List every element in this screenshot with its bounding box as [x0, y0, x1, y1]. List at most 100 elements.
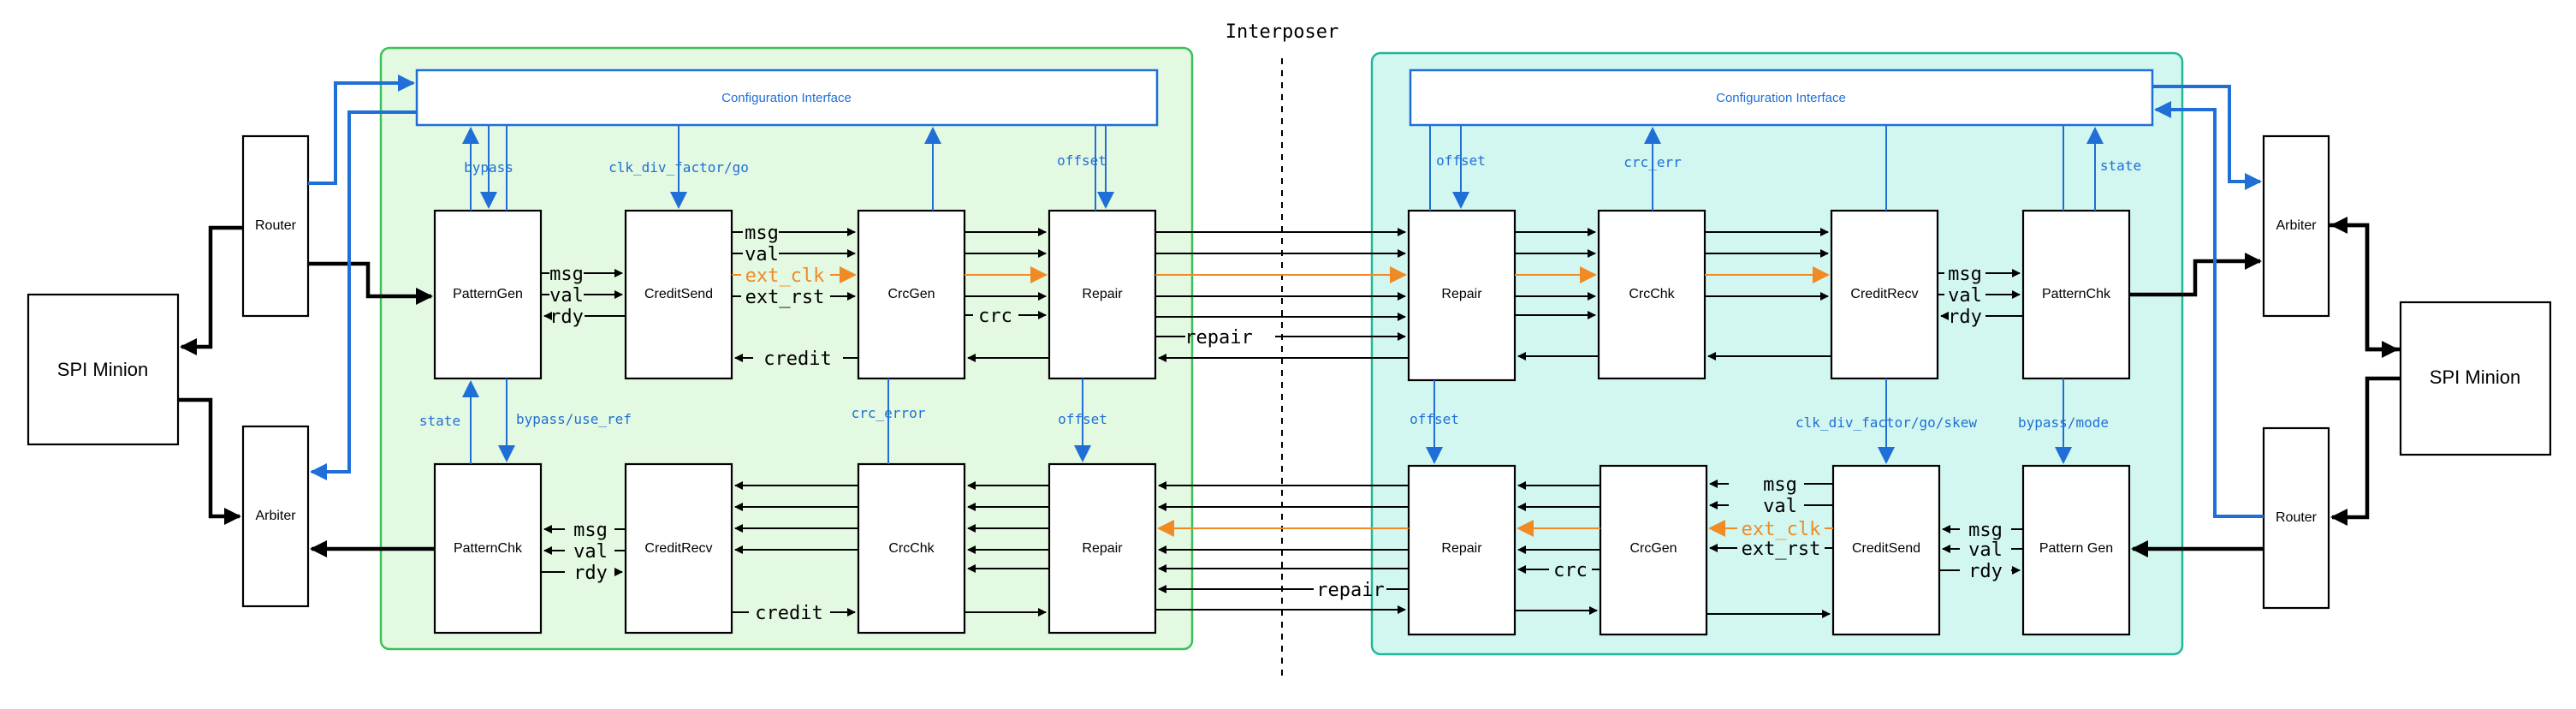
lt-cg-crc-label: crc [978, 306, 1012, 327]
right-creditsend-block: CreditSend [1831, 464, 1941, 636]
svg-text:CrcGen: CrcGen [1629, 541, 1677, 556]
left-router: Router [241, 134, 310, 318]
svg-text:PatternGen: PatternGen [453, 287, 523, 301]
right-state-label: state [2100, 158, 2141, 174]
right-crc-err-label: crc_err [1623, 154, 1682, 170]
rt-cr-val-label: val [1948, 285, 1982, 307]
svg-text:Router: Router [255, 218, 297, 233]
svg-text:CrcGen: CrcGen [887, 287, 935, 301]
left-crc-error-label: crc_error [852, 405, 926, 421]
svg-text:CreditSend: CreditSend [644, 287, 713, 301]
svg-text:CreditRecv: CreditRecv [644, 541, 712, 556]
rb-cg-crc-label: crc [1553, 560, 1588, 581]
right-router-to-spi-wire [2330, 376, 2401, 526]
svg-text:Configuration Interface: Configuration Interface [721, 91, 852, 105]
right-patternchk-to-arbiter-wire [2129, 253, 2262, 297]
left-spi-minion: SPI Minion [27, 293, 180, 446]
lt-cs-msg-label: msg [745, 223, 779, 244]
interposer-title: Interposer [1226, 21, 1338, 43]
right-patternchk-block: PatternChk [2021, 209, 2131, 380]
right-repair-bottom-block: Repair [1407, 464, 1517, 636]
right-repair-top-block: Repair [1407, 209, 1517, 382]
svg-text:CreditRecv: CreditRecv [1850, 287, 1918, 301]
right-crcgen-block: CrcGen [1599, 464, 1708, 636]
lt-pg-val-label: val [549, 285, 584, 307]
lb-pc-msg-label: msg [573, 520, 608, 541]
right-router-to-config-wire[interactable] [2154, 101, 2264, 518]
left-creditrecv-block: CreditRecv [624, 462, 733, 635]
svg-text:CrcChk: CrcChk [1629, 287, 1675, 301]
left-repair-top-block: Repair [1048, 209, 1157, 380]
lt-cs-val-label: val [745, 244, 779, 265]
bot-repair-label: repair [1316, 580, 1384, 601]
left-config-interface: Configuration Interface [415, 69, 1159, 127]
left-clk-div-label: clk_div_factor/go [608, 159, 749, 176]
lb-pc-rdy-label: rdy [573, 563, 608, 584]
rt-cr-msg-label: msg [1948, 264, 1982, 285]
left-creditsend-block: CreditSend [624, 209, 733, 380]
rb-cs-msg-label: msg [1763, 474, 1797, 496]
left-crcchk-block: CrcChk [857, 462, 966, 635]
left-offset-top-label: offset [1057, 152, 1107, 169]
right-config-interface: Configuration Interface [1409, 69, 2154, 127]
lt-credit-label: credit [763, 349, 831, 370]
svg-text:PatternChk: PatternChk [2042, 287, 2111, 301]
rt-cr-rdy-label: rdy [1948, 307, 1982, 328]
svg-text:Repair: Repair [1441, 541, 1482, 556]
lb-credit-label: credit [755, 603, 822, 624]
right-arbiter: Arbiter [2262, 134, 2330, 318]
svg-text:Repair: Repair [1441, 287, 1482, 301]
left-repair-bottom-block: Repair [1048, 462, 1157, 635]
lb-pc-val-label: val [573, 541, 608, 563]
left-arbiter: Arbiter [241, 425, 310, 608]
rb-cs-extclk-label: ext_clk [1742, 519, 1821, 540]
svg-text:Router: Router [2276, 510, 2318, 525]
lt-cs-extrst-label: ext_rst [745, 287, 825, 308]
left-router-to-config-wire[interactable] [308, 74, 415, 185]
left-crcgen-block: CrcGen [857, 209, 966, 380]
right-pattern-gen-block: Pattern Gen [2021, 464, 2131, 636]
left-bypass-use-ref-label: bypass/use_ref [516, 411, 632, 427]
svg-text:CrcChk: CrcChk [888, 541, 935, 556]
svg-text:Pattern Gen: Pattern Gen [2039, 541, 2113, 556]
left-spi-to-arbiter-wire [178, 397, 241, 525]
right-router: Router [2262, 426, 2330, 610]
right-spi-arbiter-link [2329, 223, 2399, 358]
svg-text:Repair: Repair [1082, 287, 1123, 301]
top-repair-label: repair [1184, 327, 1252, 349]
lt-pg-msg-label: msg [549, 264, 584, 285]
right-config-to-arbiter-wire[interactable] [2152, 85, 2262, 190]
svg-text:SPI Minion: SPI Minion [57, 359, 148, 380]
svg-text:PatternChk: PatternChk [454, 541, 523, 556]
svg-text:Repair: Repair [1082, 541, 1123, 556]
right-creditrecv-block: CreditRecv [1830, 209, 1939, 380]
right-spi-minion: SPI Minion [2399, 301, 2552, 456]
rb-cs-extrst-label: ext_rst [1742, 539, 1821, 560]
right-offset-bottom-label: offset [1410, 411, 1459, 427]
svg-text:SPI Minion: SPI Minion [2430, 366, 2520, 388]
right-offset-top-label: offset [1436, 152, 1486, 169]
rb-cs-val-label: val [1763, 496, 1797, 517]
left-state-label: state [419, 413, 460, 429]
left-router-to-spi-wire [180, 225, 243, 355]
right-crcchk-block: CrcChk [1597, 209, 1706, 380]
rb-pg-val-label: val [1968, 539, 2003, 561]
left-router-to-patterngen-wire [308, 261, 433, 305]
right-bypass-mode-label: bypass/mode [2018, 414, 2109, 431]
left-patterngen-block: PatternGen [433, 209, 543, 380]
lt-pg-rdy-label: rdy [549, 307, 584, 328]
svg-text:CreditSend: CreditSend [1852, 541, 1920, 556]
lt-cs-extclk-label: ext_clk [745, 265, 825, 287]
left-bypass-label: bypass [464, 159, 513, 176]
svg-text:Configuration Interface: Configuration Interface [1716, 91, 1846, 105]
svg-text:Arbiter: Arbiter [2276, 218, 2317, 233]
rb-pg-rdy-label: rdy [1968, 561, 2003, 582]
svg-text:Arbiter: Arbiter [255, 509, 296, 523]
left-config-to-arbiter-wire[interactable] [310, 110, 417, 480]
left-die-region [379, 46, 1194, 651]
rb-pg-msg-label: msg [1968, 520, 2003, 541]
right-clk-div-skew-label: clk_div_factor/go/skew [1795, 414, 1977, 431]
left-offset-bottom-label: offset [1058, 411, 1107, 427]
right-die-region [1370, 51, 2184, 656]
left-patternchk-block: PatternChk [433, 462, 543, 635]
